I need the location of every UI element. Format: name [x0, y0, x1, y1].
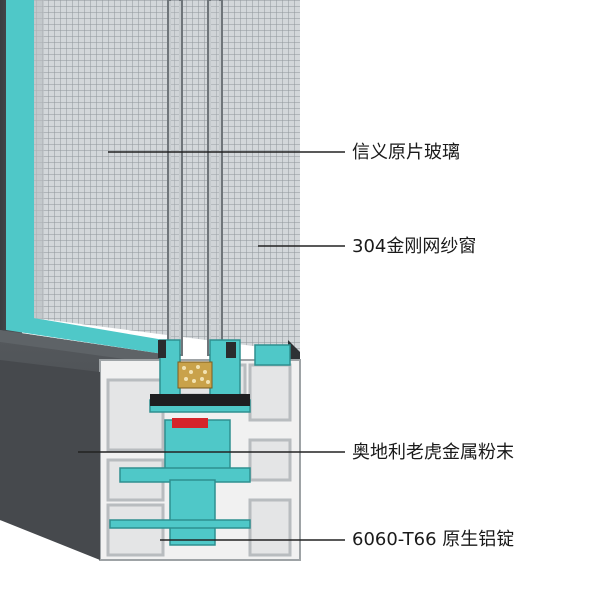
desiccant-beads [182, 365, 210, 384]
glass-reflection-inner [211, 0, 219, 355]
mesh-shadow [34, 0, 44, 320]
teal-inner-frame [6, 0, 176, 356]
thermal-break-strips [109, 339, 291, 546]
sealant-band [150, 394, 250, 406]
bottom-frame-top [0, 330, 176, 366]
frame-lower-face [0, 360, 100, 560]
callout-glass-label: 信义原片玻璃 [352, 142, 460, 163]
glazing-gaskets [158, 340, 236, 358]
red-gasket [172, 418, 208, 428]
leader-lines [78, 151, 345, 541]
callout-powder-label: 奥地利老虎金属粉末 [352, 442, 514, 463]
callout-screen-label: 304金刚网纱窗 [352, 236, 477, 257]
glass-spacer-desiccant [177, 361, 213, 389]
glass-reflection-outer [171, 0, 179, 355]
callout-alloy-label: 6060-T66 原生铝锭 [352, 529, 515, 550]
